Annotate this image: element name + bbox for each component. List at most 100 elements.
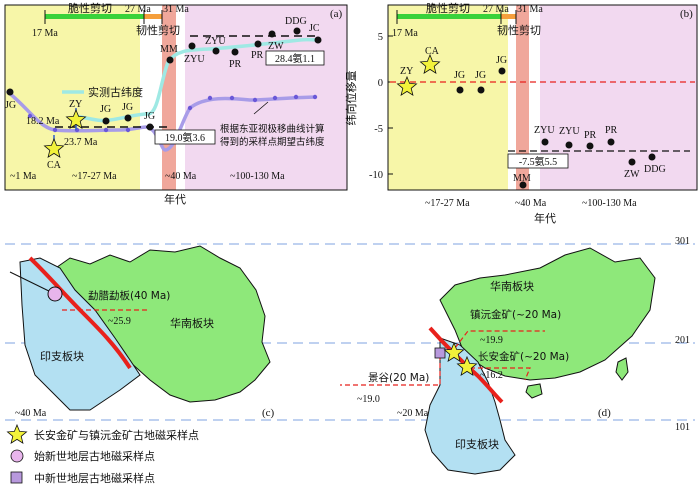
panel-b-age-27: 27 Ma bbox=[483, 4, 509, 15]
map-c-age: ~40 Ma bbox=[15, 408, 47, 419]
legend-star-label: 长安金矿与镇沅金矿古地磁采样点 bbox=[34, 428, 199, 442]
expected-point bbox=[103, 127, 109, 133]
panel-b-age-31: 31 Ma bbox=[517, 4, 543, 15]
box-75-label: -7.5氨5.5 bbox=[519, 155, 557, 168]
panel-a-brittle-bar bbox=[45, 14, 144, 19]
age-bin-a-3: ~40 Ma bbox=[165, 171, 197, 182]
expected-point bbox=[125, 127, 131, 133]
site-label-jg1-b: JG bbox=[454, 70, 465, 81]
expected-point bbox=[293, 94, 299, 100]
site-label-ca-b: CA bbox=[425, 46, 440, 57]
panel-b-age-17: 17 Ma bbox=[392, 28, 418, 39]
panel-a-age-27: 27 Ma bbox=[125, 4, 151, 15]
panel-b-y-title: 纬向位移量 bbox=[344, 71, 358, 126]
panel-b-brittle-label: 脆性剪切 bbox=[426, 1, 470, 15]
map-d-age: ~20 Ma bbox=[397, 408, 429, 419]
site-label-ca: CA bbox=[47, 160, 62, 171]
panel-a: 脆性剪切 27 Ma 31 Ma 17 Ma 韧性剪切 (a) 实测古纬度 JG bbox=[4, 1, 348, 206]
age-bin-a-1: ~1 Ma bbox=[10, 171, 37, 182]
site-label-zw-b: ZW bbox=[624, 169, 640, 180]
map-d-star-zhenyuan bbox=[443, 341, 465, 362]
site-label-zyu1: ZYU bbox=[184, 54, 205, 65]
site-label-jg1: JG bbox=[5, 100, 16, 111]
point-ddg-b bbox=[648, 153, 656, 161]
point-zw-b bbox=[628, 158, 636, 166]
map-d: 华南板块 镇沅金矿(~20 Ma) ~19.9 长安金矿(~20 Ma) ~16… bbox=[340, 247, 656, 475]
value-18-2: 18.2 Ma bbox=[26, 116, 60, 127]
site-label-jc: JC bbox=[309, 23, 320, 34]
expected-note-line1: 根据东亚视极移曲线计算 bbox=[220, 123, 325, 135]
point-pr2-b bbox=[607, 138, 615, 146]
y-tick-label: 0 bbox=[378, 78, 383, 89]
y-tick-label: -10 bbox=[369, 170, 383, 181]
panel-b-band-red bbox=[516, 5, 529, 190]
site-label-mm: MM bbox=[160, 44, 178, 55]
star-ca bbox=[43, 137, 65, 158]
star-zy bbox=[65, 108, 87, 129]
map-d-taiwan bbox=[615, 357, 629, 381]
site-label-pr2-b: PR bbox=[605, 125, 618, 136]
expected-point bbox=[207, 95, 213, 101]
point-zyu1-b bbox=[541, 138, 549, 146]
expected-point bbox=[187, 105, 193, 111]
map-c-fault bbox=[28, 256, 132, 370]
map-d-fault bbox=[428, 326, 504, 404]
expected-point bbox=[312, 94, 318, 100]
expected-point bbox=[27, 113, 33, 119]
map-d-zhenyuan-leader bbox=[454, 330, 545, 349]
expected-note-line2: 得到的采样点期望古纬度 bbox=[220, 136, 325, 148]
panel-a-x-title: 年代 bbox=[164, 192, 186, 206]
map-d-changan-leader bbox=[470, 367, 531, 381]
panel-a-age-17: 17 Ma bbox=[32, 28, 58, 39]
box-28-label: 28.4氨1.1 bbox=[275, 52, 315, 65]
legend-square-icon bbox=[10, 471, 23, 484]
panel-b-label: (b) bbox=[680, 8, 693, 20]
map-d-south-china-label: 华南板块 bbox=[490, 279, 534, 293]
map-c-value: ~25.9 bbox=[108, 316, 131, 327]
panel-a-frame bbox=[4, 4, 348, 191]
lat-label-30: 301 bbox=[675, 236, 690, 247]
site-label-pr2: PR bbox=[251, 50, 264, 61]
legend-circle-label: 始新世地层古地磁采样点 bbox=[34, 449, 155, 463]
panel-a-age-31: 31 Ma bbox=[163, 4, 189, 15]
panel-b-brittle-bar bbox=[397, 14, 501, 19]
panel-b: 脆性剪切 27 Ma 31 Ma 17 Ma 韧性剪切 (b) 5 0 -5 -… bbox=[344, 1, 698, 225]
site-label-jg2-b: JG bbox=[475, 70, 486, 81]
panel-a-ductile-bar bbox=[144, 14, 162, 19]
measured-point-zyu2 bbox=[212, 47, 220, 55]
legend-square-label: 中新世地层古地磁采样点 bbox=[34, 471, 155, 485]
measured-point-jg1 bbox=[6, 88, 14, 96]
panel-b-y-axis: 5 0 -5 -10 纬向位移量 bbox=[344, 32, 393, 181]
site-label-zyu2-b: ZYU bbox=[559, 126, 580, 137]
star-ca-b bbox=[419, 53, 441, 74]
measured-legend-label: 实测古纬度 bbox=[88, 85, 143, 99]
panel-a-band-yellow bbox=[5, 5, 140, 190]
y-tick-label: 5 bbox=[378, 32, 383, 43]
map-d-changan: 长安金矿(~20 Ma) bbox=[478, 350, 569, 363]
age-bin-a-4: ~100-130 Ma bbox=[230, 171, 285, 182]
map-d-zhenyuan: 镇沅金矿(~20 Ma) bbox=[470, 308, 561, 321]
panel-b-band-yellow bbox=[388, 5, 508, 190]
panel-b-ductile-label: 韧性剪切 bbox=[497, 23, 541, 37]
panel-b-x-title: 年代 bbox=[534, 211, 556, 225]
point-jg1-b bbox=[456, 86, 464, 94]
measured-point-jg3 bbox=[124, 114, 132, 122]
site-label-pr1: PR bbox=[229, 59, 242, 70]
age-bin-b-3: ~100-130 Ma bbox=[582, 198, 637, 209]
map-c-trajectory bbox=[9, 271, 56, 295]
legend: 长安金矿与镇沅金矿古地磁采样点 始新世地层古地磁采样点 中新世地层古地磁采样点 bbox=[6, 423, 199, 485]
point-jg3-b bbox=[498, 67, 506, 75]
measured-point-mm bbox=[166, 56, 174, 64]
panel-a-ductile-label: 韧性剪切 bbox=[136, 23, 180, 37]
map-d-star-changan bbox=[456, 355, 478, 376]
y-tick-label: -5 bbox=[374, 124, 383, 135]
measured-point-ddg bbox=[293, 27, 301, 35]
value-23-7: 23.7 Ma bbox=[64, 137, 98, 148]
map-d-label: (d) bbox=[598, 407, 611, 419]
measured-point-jc bbox=[314, 36, 322, 44]
map-d-indochina bbox=[424, 337, 516, 475]
point-zyu2-b bbox=[565, 141, 573, 149]
panel-a-label: (a) bbox=[330, 8, 343, 20]
map-d-jinggu-value: ~19.0 bbox=[357, 394, 380, 405]
